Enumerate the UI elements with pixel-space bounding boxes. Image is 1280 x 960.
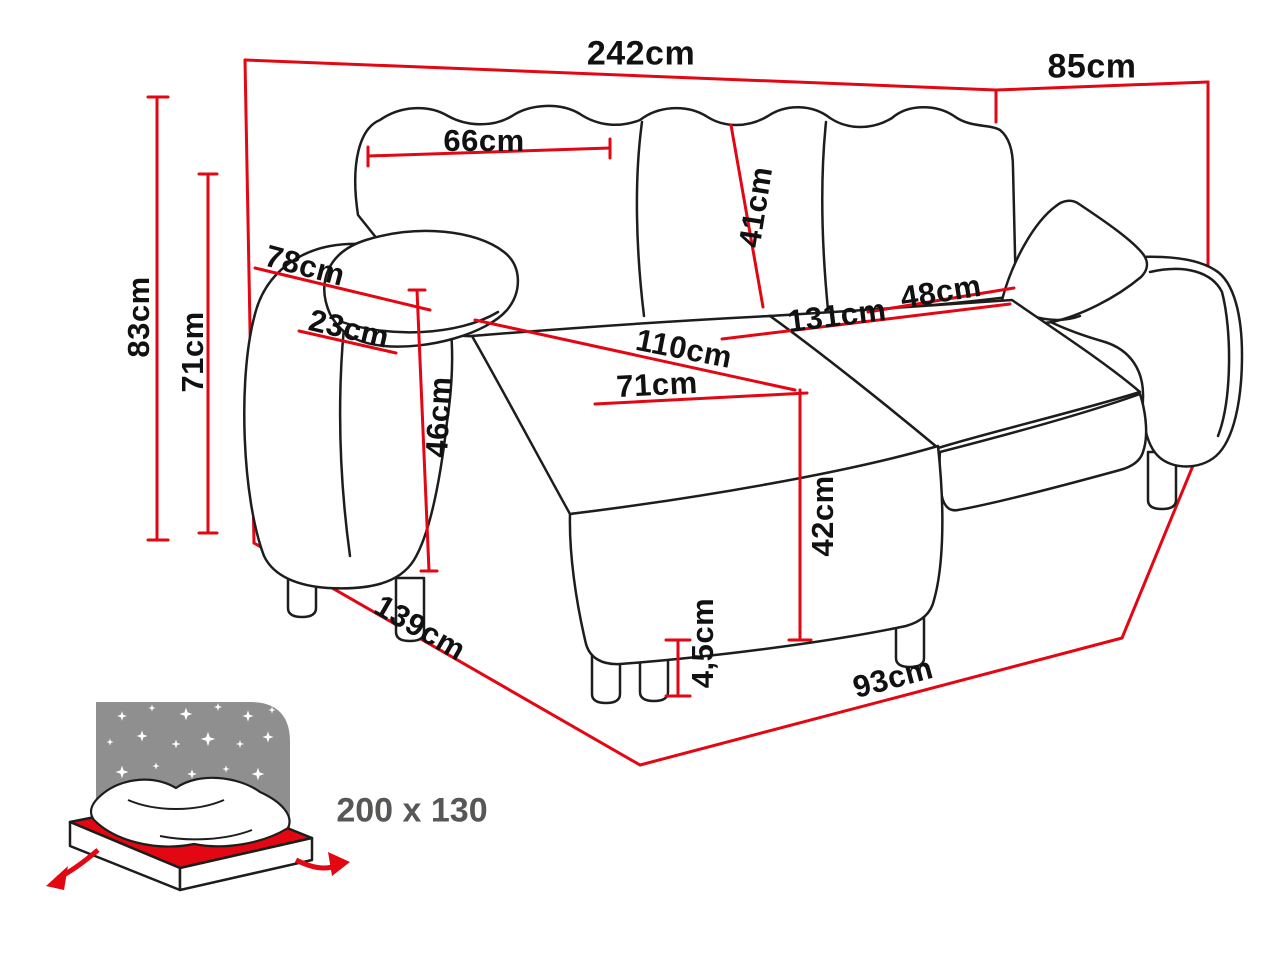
dim-label-leg-height: 4,5cm — [685, 597, 720, 689]
right-pillow — [1000, 199, 1149, 325]
sofa-leg — [394, 576, 426, 643]
dim-line-chaise-length — [473, 318, 797, 392]
sleeping-area-label: 200 x 130 — [336, 791, 488, 830]
back-cushion-seam — [821, 120, 830, 312]
dim-line-armrest-width — [297, 329, 398, 355]
sofa-drawing — [243, 104, 1244, 705]
bedding-fold — [159, 829, 253, 841]
dim-label-back-cushion-width: 66cm — [443, 123, 525, 158]
dim-line-chaise-width — [593, 391, 809, 406]
bedding — [89, 776, 291, 848]
dim-label-seat-height: 42cm — [805, 475, 840, 557]
dim-label-backrest-height: 71cm — [175, 311, 210, 393]
bedding-fold — [127, 799, 225, 810]
mattress-side-right — [178, 836, 314, 892]
dim-label-overall-height: 83cm — [121, 276, 156, 358]
dim-line-seat-width — [720, 302, 1012, 341]
fold-out-bed-icon — [46, 702, 350, 892]
dim-line-seat-depth — [866, 286, 1016, 314]
unfold-arrow-left-head — [46, 866, 68, 890]
dim-line-overall-depth — [994, 80, 1210, 92]
unfold-arrow-right-head — [328, 852, 350, 876]
sofa-leg — [1146, 450, 1178, 511]
dim-line-base-depth — [638, 636, 1124, 767]
dim-line-back-cushion-height — [729, 123, 765, 309]
right-armrest-contour — [1148, 267, 1231, 438]
chaise-front-panel — [568, 444, 944, 666]
dim-label-chaise-width: 71cm — [615, 364, 699, 405]
cage-right-bottom-edge — [1120, 432, 1208, 640]
dim-label-overall-width: 242cm — [586, 34, 696, 73]
dim-line-overall-width — [243, 58, 998, 92]
dim-line-back-cushion-width — [366, 146, 612, 158]
dimension-lines — [146, 95, 1016, 698]
back-cushion-seam — [635, 120, 646, 318]
dim-line-armrest-depth — [253, 266, 432, 312]
left-pillow-edge — [340, 310, 500, 334]
dim-label-overall-depth: 85cm — [1047, 47, 1137, 86]
dim-label-armrest-height: 46cm — [418, 375, 459, 459]
dim-line-armrest-height — [415, 288, 431, 573]
